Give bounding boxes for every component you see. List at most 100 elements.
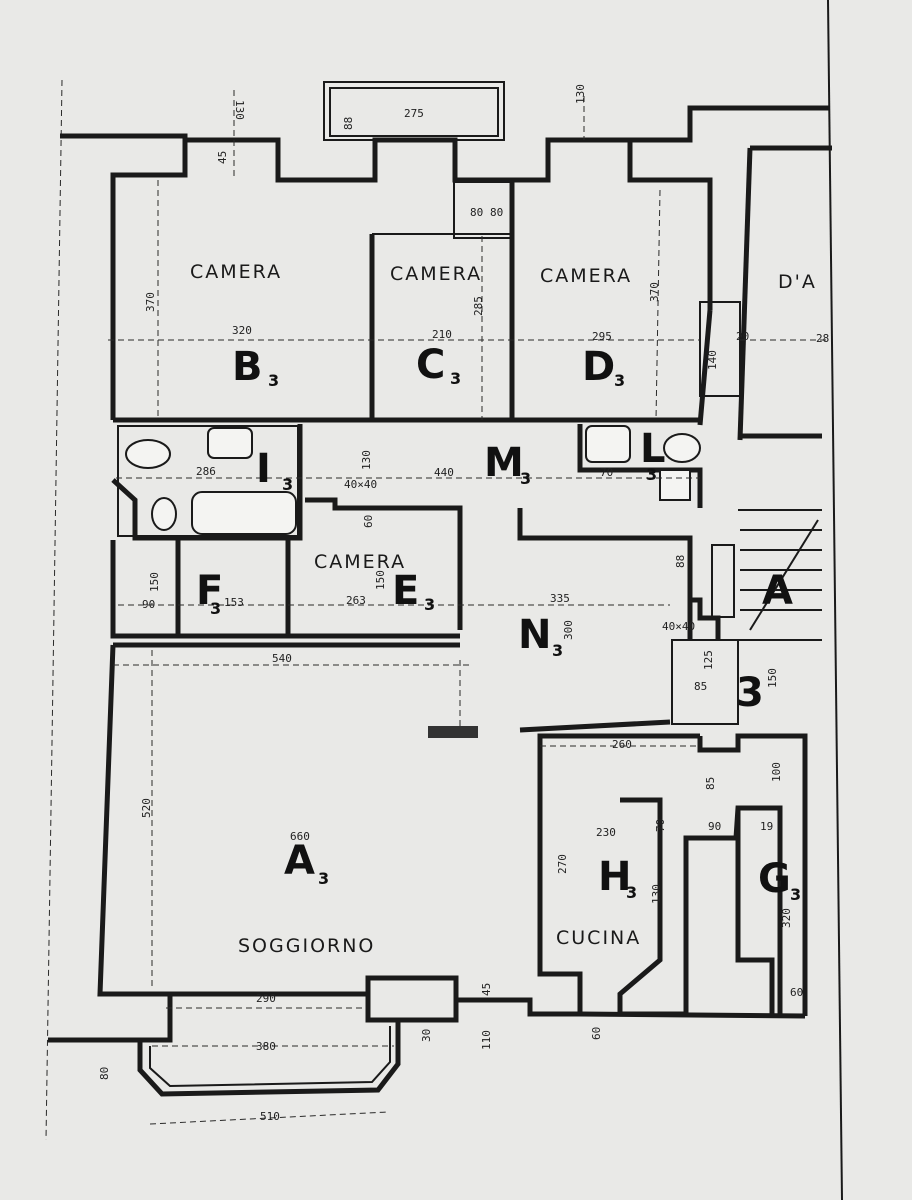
room-d-sub: 3 [614,371,625,390]
dim-45b: 45 [480,983,493,996]
dim-m-w: 440 [434,466,454,479]
room-f-sub: 3 [210,599,221,618]
dim-20: 20 [736,330,749,343]
room-f-letter: F [196,568,223,614]
vano-3-label: 3 [736,670,764,716]
shower-icon [659,469,691,501]
dim-70: 70 [600,466,613,479]
rooms-f-e [110,540,460,639]
room-i-sub: 3 [282,475,293,494]
dim-540: 540 [272,652,292,665]
room-i-letter: I [256,446,271,492]
dim-balcony-top-h: 88 [342,117,355,130]
dim-125: 125 [702,650,715,670]
dim-h-w: 230 [596,826,616,839]
dim-n-w: 335 [550,592,570,605]
room-c-sub: 3 [450,369,461,388]
dim-110: 110 [480,1030,493,1050]
dim-e-w: 263 [346,594,366,607]
dim-balcony-top-w: 275 [404,107,424,120]
dim-150b: 150 [766,668,779,688]
dim-f-w: 153 [224,596,244,609]
sink-icon [207,427,253,459]
dim-30: 30 [420,1029,433,1042]
room-h-sub: 3 [626,883,637,902]
room-g-letter: G [758,856,791,902]
dim-130-right: 130 [574,84,587,104]
room-e-letter: E [392,568,419,614]
dim-45-top: 45 [216,151,229,164]
room-m-sub: 3 [520,469,531,488]
dim-130b: 130 [650,884,663,904]
room-d-letter: D [582,344,615,390]
dim-40x40-a: 40×40 [344,478,377,491]
toilet-icon [151,497,177,531]
cucina-label: CUCINA [556,927,641,949]
dim-520: 520 [140,798,153,818]
dim-h-h: 270 [556,854,569,874]
dim-380: 380 [256,1040,276,1053]
property-line [45,79,63,1141]
radiator [428,726,478,738]
dim-m-h: 130 [360,450,373,470]
niche-140 [699,301,741,397]
dim-510: 510 [260,1110,280,1123]
dim-n-h: 300 [562,620,575,640]
room-a-sub: 3 [318,869,329,888]
dim-40x40-b: 40×40 [662,620,695,633]
top-facade [60,105,832,441]
dim-60a: 60 [362,515,375,528]
dim-f-s: 90 [142,598,155,611]
dim-i-w: 286 [196,465,216,478]
top-balcony [323,81,505,141]
dim-80b: 80 [490,206,503,219]
dim-85b: 85 [704,777,717,790]
room-m-letter: M [484,440,524,486]
stair-letter: A [762,568,793,614]
dim-60c: 60 [590,1027,603,1040]
top-balcony-inner [329,87,499,137]
toilet-l-icon [663,433,701,463]
camera-b-label: CAMERA [190,261,282,283]
dim-e-h: 150 [374,570,387,590]
bathroom-i [117,425,299,537]
camera-e-label: CAMERA [314,551,406,573]
room-b-letter: B [232,344,263,390]
bathtub-icon [191,491,297,535]
dim-b-w: 320 [232,324,252,337]
dim-60b: 60 [790,986,803,999]
dim-70b: 70 [654,819,667,832]
dim-80a: 80 [470,206,483,219]
dimension-lines [108,90,830,1125]
bidet-icon [125,439,171,469]
dim-c-h: 285 [472,296,485,316]
dim-85a: 85 [694,680,707,693]
room-n-sub: 3 [552,641,563,660]
room-c-letter: C [416,342,445,388]
dim-28: 28 [816,332,829,345]
bathroom-l [585,425,701,501]
camera-d-label: CAMERA [540,265,632,287]
dim-88: 88 [674,555,687,568]
dim-260: 260 [612,738,632,751]
dim-19: 19 [760,820,773,833]
dim-c-w: 210 [432,328,452,341]
room-g-sub: 3 [790,885,801,904]
room-b-sub: 3 [268,371,279,390]
sink-l-icon [585,425,631,463]
dim-140: 140 [706,350,719,370]
dim-130-left: 130 [233,100,246,120]
soggiorno-label: SOGGIORNO [238,935,375,957]
dim-290: 290 [256,992,276,1005]
dim-f-h: 150 [148,572,161,592]
room-e-sub: 3 [424,595,435,614]
room-h-letter: H [598,854,631,900]
dim-d-w: 295 [592,330,612,343]
bottom-bay-balcony [137,1020,401,1097]
dim-a-w: 660 [290,830,310,843]
dim-d-h: 370 [648,282,661,302]
dim-b-h: 370 [144,292,157,312]
camera-c-label: CAMERA [390,263,482,285]
room-l-sub: 3 [646,465,657,484]
